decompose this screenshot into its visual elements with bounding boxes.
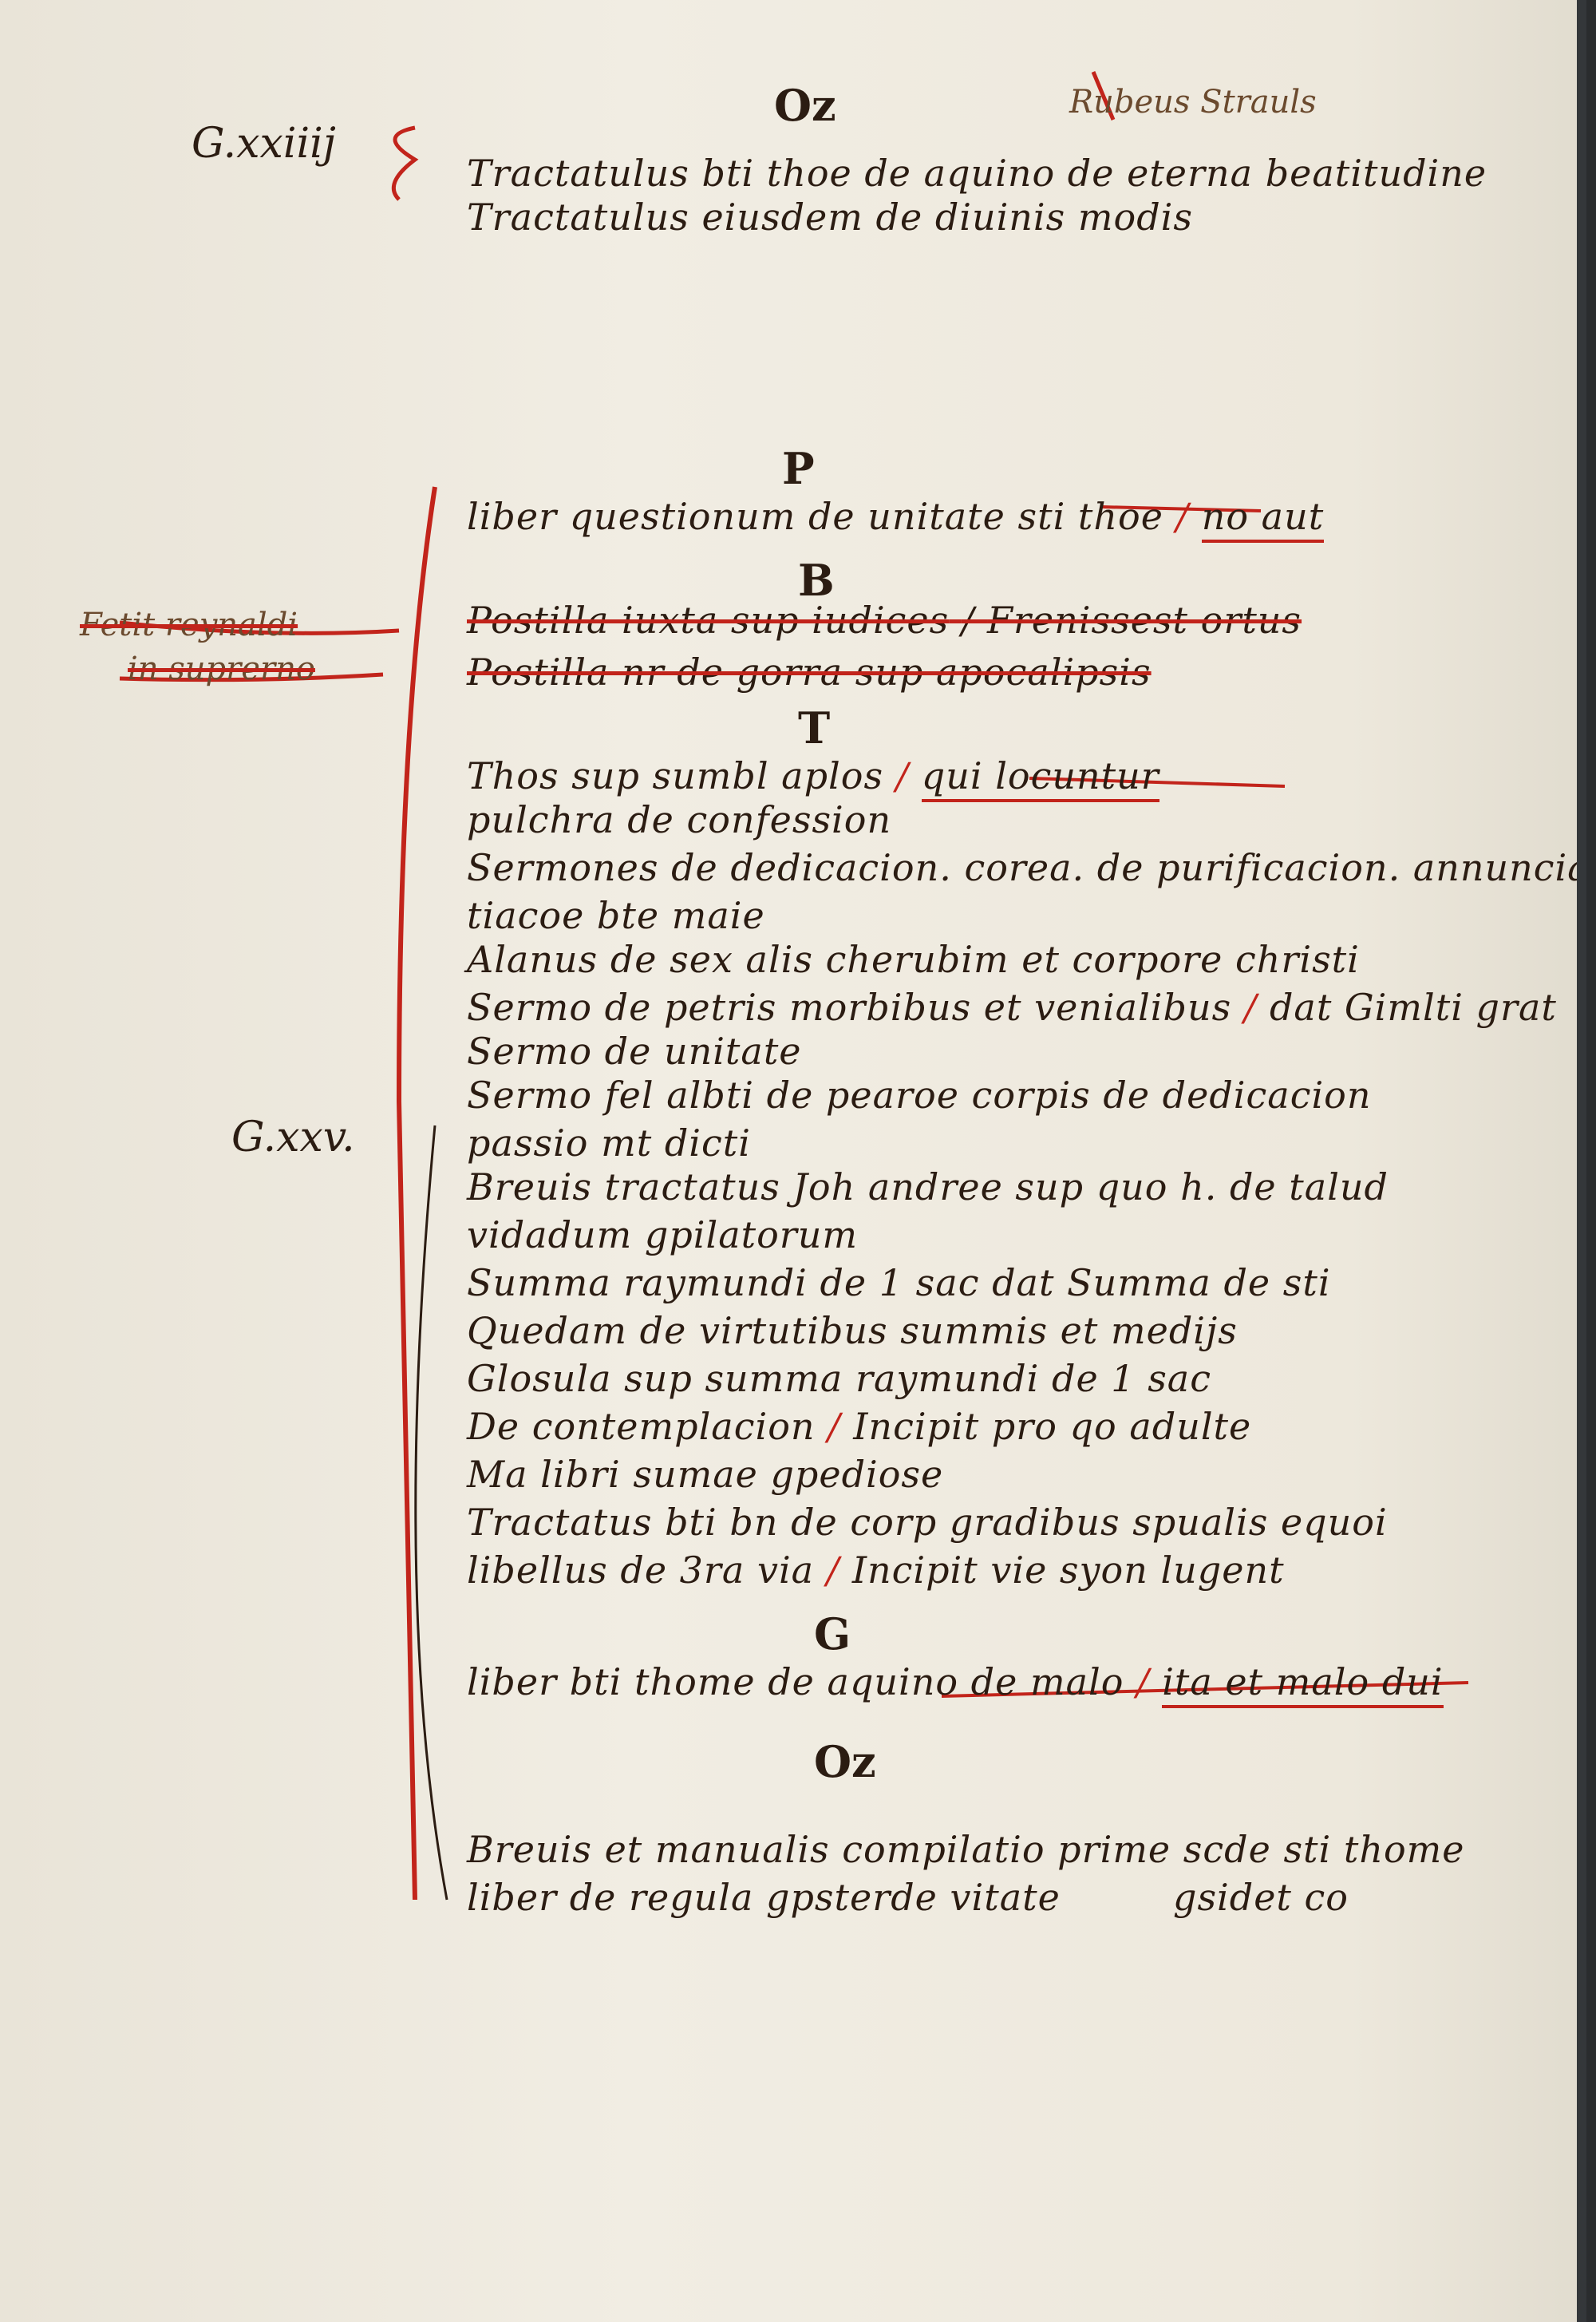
entry-line: pulchra de confession: [467, 798, 892, 841]
entry-incipit: ita et malo dui: [1162, 1660, 1444, 1708]
entry-line: libellus de 3ra via / Incipit vie syon l…: [467, 1549, 1285, 1592]
entry-line: tiacoe bte maie: [467, 894, 765, 937]
top-note: Rubeus Strauls: [1069, 84, 1317, 121]
entry-line: Breuis tractatus Joh andree sup quo h. d…: [467, 1165, 1389, 1208]
entry-line: Alanus de sex alis cherubim et corpore c…: [467, 938, 1360, 981]
entry-line: Thos sup sumbl aplos / qui locuntur: [467, 754, 1159, 802]
entry-line-note: gsidet co: [1173, 1876, 1349, 1919]
entry-text: liber bti thome de aquino de malo: [467, 1660, 1124, 1703]
entry-line: liber bti thome de aquino de malo / ita …: [467, 1660, 1444, 1708]
entry-incipit: Incipit vie syon lugent: [851, 1549, 1285, 1592]
shelfmark-first: G.xxiiij: [192, 120, 336, 168]
entry-line-struck: Postilla nr de gorra sup apocalipsis: [467, 651, 1152, 694]
entry-line: vidadum gpilatorum: [467, 1213, 859, 1256]
entry-text: Thos sup sumbl aplos: [467, 754, 884, 797]
entry-line: Sermones de dedicacion. corea. de purifi…: [467, 846, 1586, 889]
entry-line: Tractatulus eiusdem de diuinis modis: [467, 196, 1193, 239]
entry-line: Summa raymundi de 1 sac dat Summa de sti: [467, 1261, 1331, 1304]
entry-line: De contemplacion / Incipit pro qo adulte: [467, 1405, 1252, 1448]
margin-note-struck-2: in suprerno: [128, 651, 315, 687]
entry-incipit: dat Gimlti grat: [1269, 986, 1557, 1029]
entry-text: Summa raymundi de 1 sac: [467, 1261, 980, 1304]
entry-line: Glosula sup summa raymundi de 1 sac: [467, 1357, 1211, 1400]
scan-edge: [1577, 0, 1586, 2322]
entry-text: Sermo de petris morbibus et venialibus: [467, 986, 1232, 1029]
shelfmark-second: G.xxv.: [231, 1114, 355, 1161]
entry-incipit: qui locuntur: [921, 754, 1159, 802]
entry-incipit: Incipit pro qo adulte: [853, 1405, 1252, 1448]
entry-line: Sermo de petris morbibus et venialibus /…: [467, 986, 1557, 1029]
entry-incipit: Frenissest ortus: [987, 599, 1302, 642]
entry-line: Tractatulus bti thoe de aquino de eterna…: [467, 152, 1487, 195]
entry-text: liber questionum de unitate sti thoe: [467, 495, 1163, 538]
entry-line: liber de regula gpsterde vitate: [467, 1876, 1061, 1919]
entry-text: De contemplacion: [467, 1405, 816, 1448]
entry-line: Quedam de virtutibus summis et medijs: [467, 1309, 1238, 1352]
entry-line: Tractatus bti bn de corp gradibus spuali…: [467, 1501, 1388, 1544]
section-heading-3: B: [798, 555, 835, 606]
section-heading-4: T: [798, 702, 831, 754]
entry-line: passio mt dicti: [467, 1121, 751, 1165]
section-heading-1: Oz: [774, 80, 836, 131]
section-heading-6: Oz: [814, 1736, 876, 1787]
entry-line: Ma libri sumae gpediose: [467, 1453, 944, 1496]
entry-text: Postilla iuxta sup iudices: [467, 599, 950, 642]
entry-line-struck: Postilla iuxta sup iudices / Frenissest …: [467, 599, 1302, 642]
entry-line: liber questionum de unitate sti thoe / n…: [467, 495, 1325, 543]
margin-note-struck-1: Fetit reynaldi: [80, 607, 298, 643]
entry-incipit: dat Summa de sti: [992, 1261, 1331, 1304]
section-heading-5: G: [814, 1608, 851, 1659]
entry-line: Sermo de unitate: [467, 1030, 802, 1073]
entry-incipit: no aut: [1201, 495, 1325, 543]
entry-line: Sermo fel albti de pearoe corpis de dedi…: [467, 1074, 1372, 1117]
entry-text: libellus de 3ra via: [467, 1549, 815, 1592]
entry-line: Breuis et manualis compilatio prime scde…: [467, 1828, 1465, 1871]
section-heading-2: P: [782, 443, 815, 494]
